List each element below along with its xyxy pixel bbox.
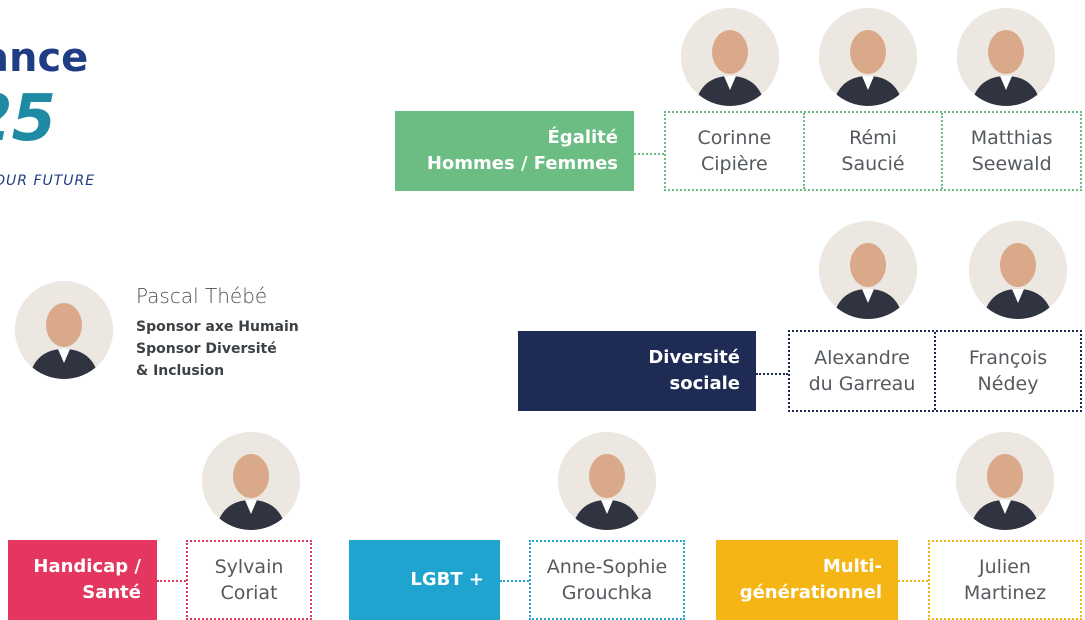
sponsor-photo — [15, 281, 113, 379]
connector-egalite — [634, 153, 664, 155]
photo-julien-martinez — [956, 432, 1054, 530]
logo-year: 25 — [0, 82, 56, 156]
photo-corinne-cipiere — [681, 8, 779, 106]
group-label-multi: Multi- générationnel — [716, 540, 898, 620]
photo-alexandre-du-garreau — [819, 221, 917, 319]
connector-diversite — [756, 373, 788, 375]
logo-tagline: OUR FUTURE — [0, 173, 96, 189]
photo-sylvain-coriat — [202, 432, 300, 530]
group-label-lgbt: LGBT + — [349, 540, 500, 620]
person-icon — [15, 281, 113, 379]
photo-remi-saucie — [819, 8, 917, 106]
photo-anne-sophie-grouchka — [558, 432, 656, 530]
connector-multi — [898, 580, 928, 582]
sponsor-role: Sponsor axe Humain Sponsor Diversité & I… — [136, 319, 299, 379]
connector-lgbt — [500, 580, 529, 582]
group-label-diversite: Diversité sociale — [518, 331, 756, 411]
photo-francois-nedey — [969, 221, 1067, 319]
group-label-handicap: Handicap / Santé — [8, 540, 157, 620]
photo-matthias-seewald — [957, 8, 1055, 106]
group-label-egalite: Égalité Hommes / Femmes — [395, 111, 634, 191]
sponsor-name: Pascal Thébé — [136, 284, 268, 308]
connector-handicap — [157, 580, 186, 582]
logo-text-top: ance — [0, 35, 89, 81]
